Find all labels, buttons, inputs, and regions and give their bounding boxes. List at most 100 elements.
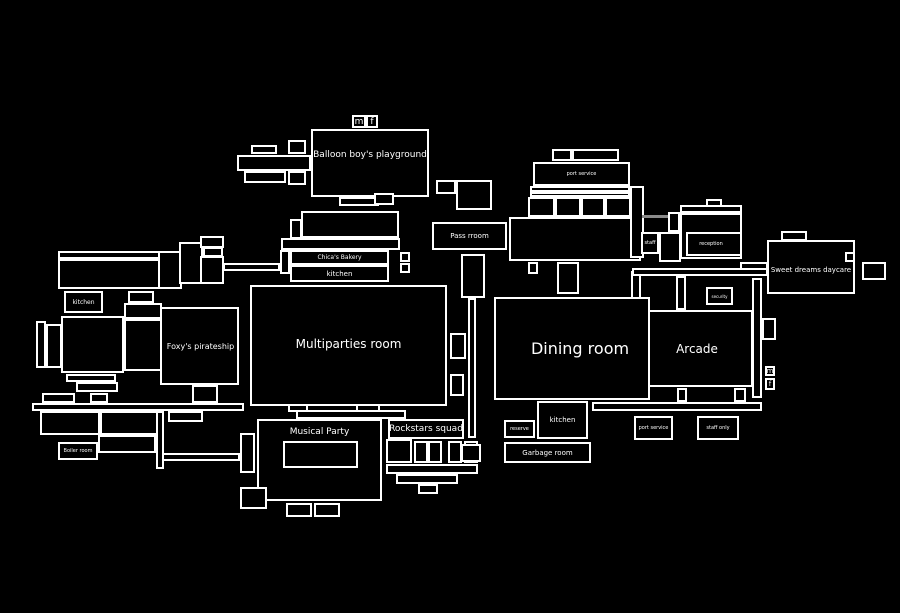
sweet-dreams-daycare-room xyxy=(767,240,855,294)
port-right-tall xyxy=(630,186,644,258)
restroom-f2-label: f xyxy=(768,380,772,388)
left-machine-body xyxy=(61,316,124,373)
arcade-bottom-corridor xyxy=(592,402,762,411)
left-machine-inner xyxy=(46,324,62,368)
multiparties-room xyxy=(250,285,447,406)
restroom-f2-box xyxy=(765,378,775,390)
kitchen-right-label: kitchen xyxy=(549,416,576,424)
restroom-m2-label: m xyxy=(766,367,774,375)
left-wing-corridor xyxy=(223,263,280,271)
pass-room-top-box xyxy=(456,180,492,210)
rockstars-box-3 xyxy=(448,441,462,463)
musical-bottom-2 xyxy=(314,503,340,517)
foxys-pirateship-label: Foxy's pirateship xyxy=(166,341,235,351)
left-machine-base-2 xyxy=(76,382,118,392)
left-base-box-2 xyxy=(90,393,108,403)
kitchen-right-room xyxy=(537,401,588,439)
daycare-connector xyxy=(740,262,768,270)
left-base-box-1 xyxy=(42,393,75,403)
bakery-left-box xyxy=(280,250,290,274)
rockstars-box-2 xyxy=(428,441,442,463)
reserve-room xyxy=(504,420,535,438)
center-tall-box xyxy=(461,254,485,298)
arcade-label: Arcade xyxy=(676,341,718,356)
port-notch xyxy=(557,262,579,294)
restroom-m-label: m xyxy=(354,116,364,127)
staff-room xyxy=(641,232,659,254)
rockstars-squad-label: Rockstars squad xyxy=(389,424,463,434)
bb-lower-strip xyxy=(339,197,379,206)
port-top-box-2 xyxy=(572,149,619,161)
arcade-right-pipe xyxy=(752,278,762,398)
restroom-m-box xyxy=(352,115,366,128)
dining-room-label: Dining room xyxy=(530,339,630,358)
restroom-m2-box xyxy=(765,366,775,376)
dining-room xyxy=(494,297,650,400)
musical-party-room xyxy=(257,419,382,501)
center-box-1 xyxy=(450,333,466,359)
reception-inner xyxy=(686,232,742,256)
rockstars-box-1 xyxy=(414,441,428,463)
balloon-boy-playground-room xyxy=(311,129,429,197)
musical-left-box xyxy=(240,433,255,473)
staff-only-room xyxy=(697,416,739,440)
kitchen-top-label: kitchen xyxy=(326,269,353,278)
arcade-low-box-2 xyxy=(734,388,746,402)
left-long-corridor xyxy=(32,403,244,411)
left-machine-top xyxy=(124,303,162,319)
left-low-room-2 xyxy=(100,411,158,435)
port-large-box xyxy=(509,217,641,261)
daycare-right-box xyxy=(845,252,855,262)
pass-room xyxy=(432,222,507,250)
chicas-bakery-label: Chica's Bakery xyxy=(317,254,362,261)
left-base-box-3 xyxy=(192,385,218,403)
kitchen-left-room xyxy=(64,291,103,313)
pass-room-side-room xyxy=(436,180,456,194)
multiparties-label: Multiparties room xyxy=(295,337,402,351)
left-machine-right xyxy=(124,319,162,371)
kitchen-top-room xyxy=(290,265,389,282)
staff-only-label: staff only xyxy=(706,425,730,431)
reception-door-strip xyxy=(642,215,668,218)
port-strip-1 xyxy=(530,186,630,192)
bb-side-room-5 xyxy=(288,171,306,185)
rockstars-side-box xyxy=(386,439,412,463)
reception-label: reception xyxy=(699,241,723,247)
port-cell-4 xyxy=(605,197,631,217)
left-to-musical-corridor xyxy=(162,453,240,461)
bb-side-room-1 xyxy=(251,145,277,154)
restroom-f-label: f xyxy=(370,116,374,127)
port-strip-2 xyxy=(530,192,630,197)
right-side-small-room xyxy=(762,318,776,340)
left-wing-box-a xyxy=(179,242,203,284)
musical-top-strip xyxy=(296,410,406,419)
foxys-pirateship-room xyxy=(160,307,239,385)
center-pipe xyxy=(468,298,476,438)
left-small-box xyxy=(128,291,154,303)
musical-bottom-1 xyxy=(286,503,312,517)
musical-low-left xyxy=(240,487,267,509)
left-machine-side xyxy=(36,321,46,368)
security-label: security xyxy=(711,293,728,299)
arcade-low-box-1 xyxy=(677,388,687,402)
left-low-box xyxy=(168,411,203,422)
security-room xyxy=(706,287,733,305)
daycare-far-right xyxy=(862,262,886,280)
port-cell-3 xyxy=(581,197,605,217)
staff-label: staff xyxy=(644,240,656,246)
left-low-room-3 xyxy=(98,435,156,453)
port-service-bottom-room xyxy=(634,416,673,440)
garbage-room-label: Garbage room xyxy=(522,448,573,457)
bakery-right-box-1 xyxy=(400,252,410,262)
boiler-room-label: Boiler room xyxy=(63,448,93,454)
reception-top-band xyxy=(680,205,742,213)
pass-room-label: Pass rroom xyxy=(450,232,489,240)
musical-party-label: Musical Party xyxy=(289,427,350,437)
arcade-top-box-2 xyxy=(676,276,686,310)
port-cell-2 xyxy=(555,197,581,217)
left-machine-base-1 xyxy=(66,374,116,382)
port-service-bottom-label: port service xyxy=(638,425,669,431)
left-wing-box-d xyxy=(200,256,224,284)
reserve-label: reserve xyxy=(510,426,529,432)
